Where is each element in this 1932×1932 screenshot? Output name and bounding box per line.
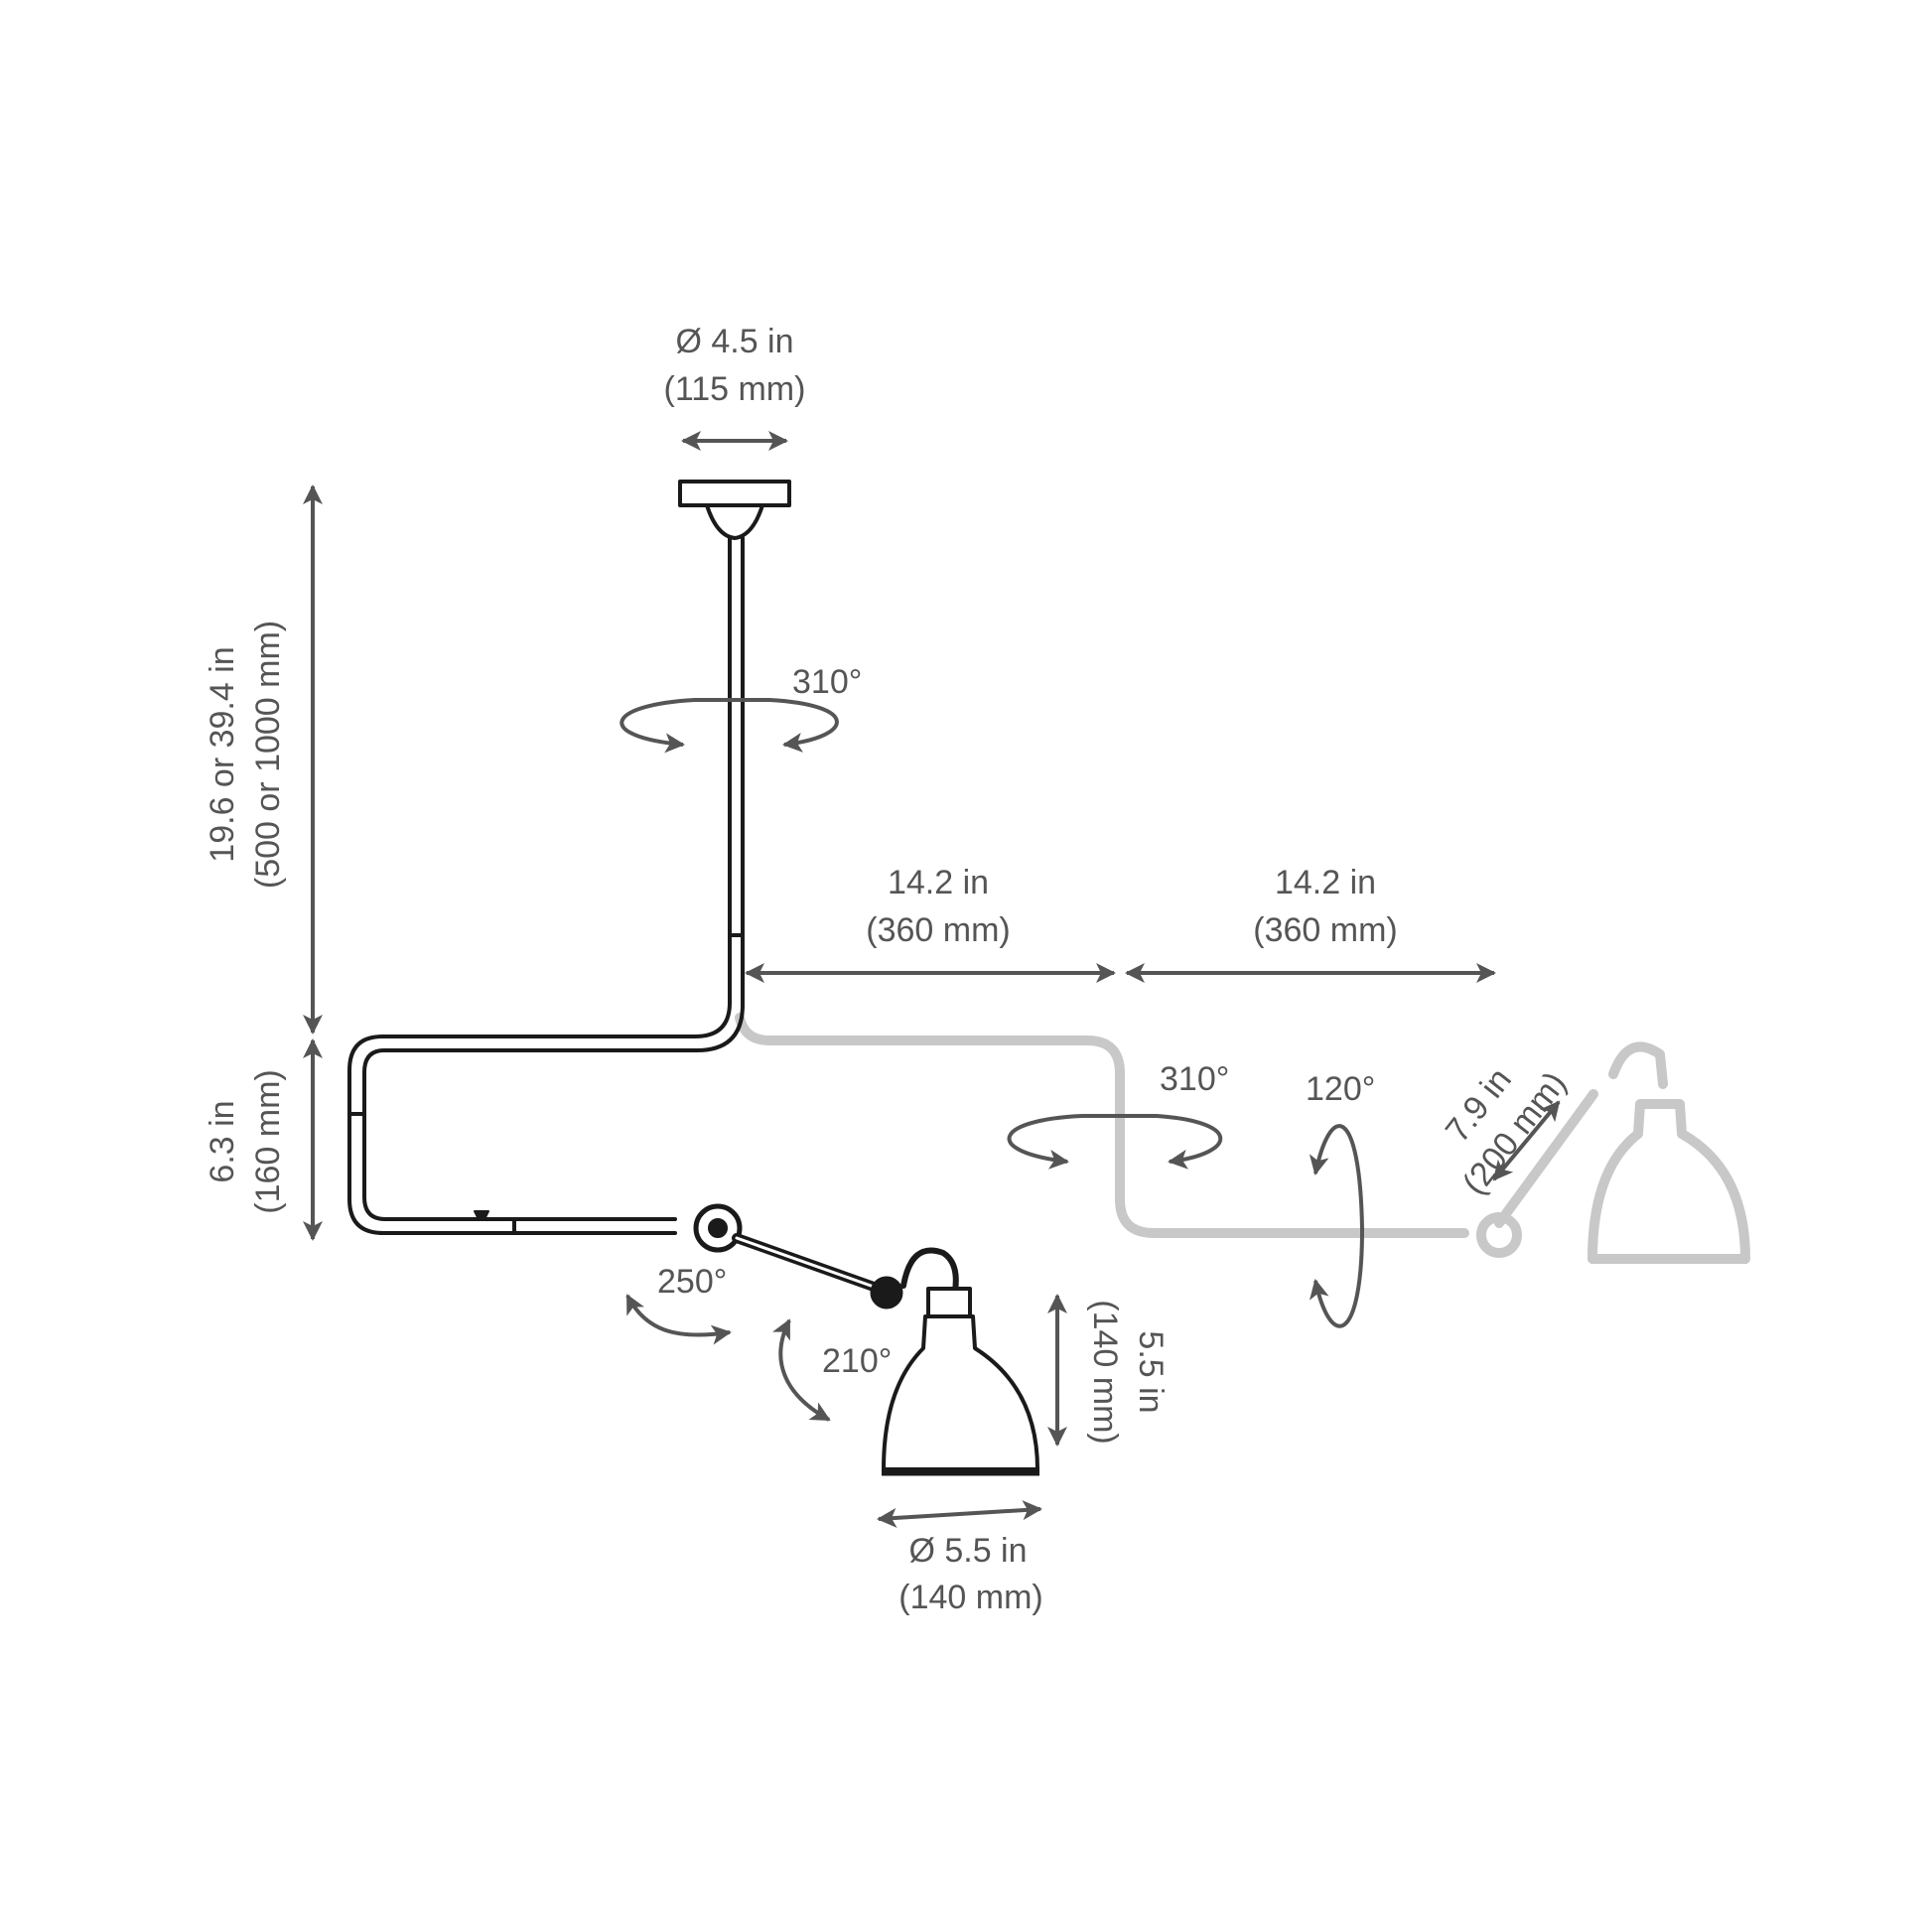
arm-rotation-arrow [1007, 1114, 1223, 1170]
elbow-joint [693, 1203, 743, 1253]
offset-height-line1: 6.3 in [204, 1100, 241, 1182]
canopy-neck [705, 503, 764, 540]
shade-rotation-label: 210° [822, 1342, 892, 1380]
dimension-lines [303, 431, 1561, 1528]
shade-socket [926, 1287, 972, 1318]
forearm-length-arrow [1492, 1100, 1561, 1181]
stem-rotation-arrow [620, 698, 839, 754]
shade-diameter-line2: (140 mm) [898, 1579, 1042, 1616]
elbow-rotation-label: 250° [657, 1263, 727, 1301]
stem-rotation-label: 310° [792, 663, 862, 701]
ghost-elbow-joint [1476, 1212, 1522, 1258]
shade-diameter-arrow [877, 1500, 1042, 1528]
forearm-inner [735, 1236, 876, 1289]
ghost-upper-arm [735, 1013, 1469, 1238]
shade-height-line2: (140 mm) [1086, 1300, 1124, 1444]
ghost-shade [1587, 1099, 1750, 1264]
offset-height-line2: (160 mm) [249, 1069, 287, 1213]
tilt-rotation-label: 120° [1306, 1070, 1375, 1108]
canopy-plate [678, 480, 791, 507]
arm-length-1-line1: 14.2 in [888, 864, 989, 901]
elbow-joint-center [708, 1218, 728, 1238]
elbow-rotation-arrow [625, 1294, 732, 1345]
stem-inner [362, 536, 745, 1221]
canopy-diameter-line2: (115 mm) [664, 370, 806, 408]
ghost-bracket [1608, 1041, 1668, 1089]
tilt-rotation-arrow [1309, 1124, 1365, 1328]
shade-rotation-arrow [772, 1318, 831, 1422]
arm-rotation-label: 310° [1160, 1060, 1229, 1098]
arm-knob [474, 1210, 489, 1220]
arm-length-2-line2: (360 mm) [1253, 911, 1397, 949]
ghost-lamp [735, 1013, 1750, 1264]
stem [347, 536, 732, 1235]
canopy-diameter-line1: Ø 4.5 in [675, 323, 793, 360]
main-lamp [347, 480, 1039, 1471]
arm-length-1-line2: (360 mm) [866, 911, 1010, 949]
shade-height-line1: 5.5 in [1132, 1330, 1170, 1413]
shade-bracket [900, 1247, 959, 1294]
drop-height-line1: 19.6 or 39.4 in [204, 646, 241, 862]
shade-diameter-line1: Ø 5.5 in [908, 1532, 1027, 1570]
drop-height-line2: (500 or 1000 mm) [249, 621, 287, 889]
shade [882, 1314, 1039, 1471]
arm-length-2-line1: 14.2 in [1275, 864, 1376, 901]
shade-joint [870, 1276, 903, 1310]
dimension-labels: Ø 4.5 in (115 mm) 19.6 or 39.4 in (500 o… [204, 323, 1574, 1616]
